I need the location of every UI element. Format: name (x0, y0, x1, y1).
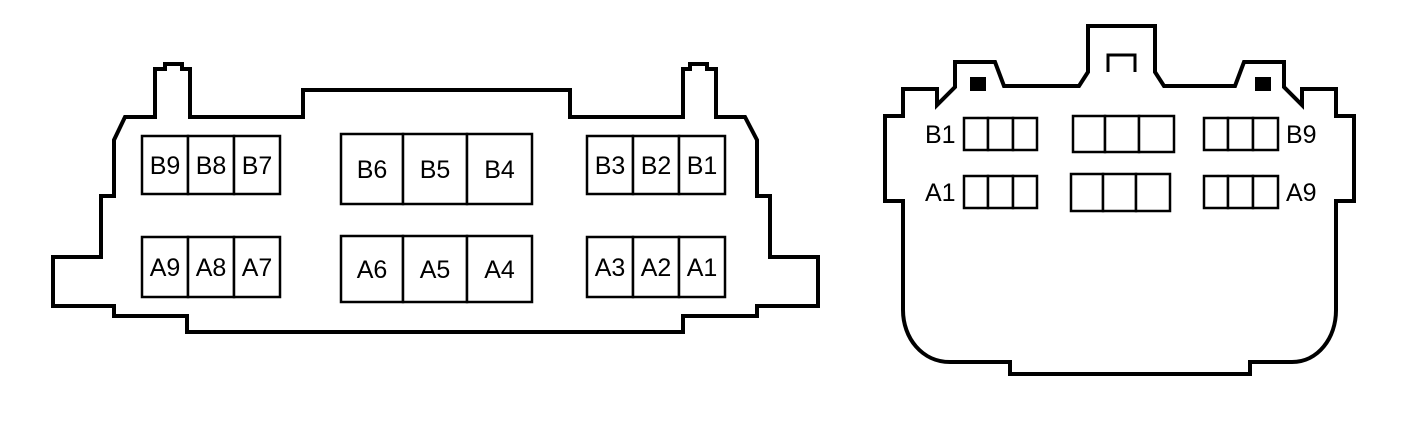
left-pin-label-b8: B8 (196, 152, 227, 180)
left-pin-cell-b8 (186, 134, 236, 196)
left-pin-label-a1: A1 (687, 254, 718, 282)
left-key-square (970, 77, 986, 91)
left-pin-label-b5: B5 (420, 156, 451, 184)
left-pin-label-a5: A5 (420, 256, 451, 284)
cavity-top-left-1 (962, 116, 990, 152)
cavity-bottom-left-3 (1011, 174, 1039, 210)
cavity-bottom-middle-3 (1134, 172, 1172, 213)
left-pin-label-a9: A9 (150, 254, 181, 282)
left-pin-row-b: B9 B8 B7 B6 B5 B4 B3 B2 B1 (140, 132, 727, 206)
cavity-top-middle-2 (1103, 114, 1141, 154)
left-pin-label-b2: B2 (641, 152, 672, 180)
left-pin-row-a: A9 A8 A7 A6 A5 A4 A3 A2 A1 (140, 234, 727, 304)
cavity-bottom-right-2 (1226, 174, 1255, 210)
right-connector: B1 B9 A1 A9 (883, 24, 1356, 376)
cavity-top-left-3 (1011, 116, 1039, 152)
left-pin-label-a2: A2 (641, 254, 672, 282)
cavity-top-right-3 (1251, 116, 1280, 152)
top-latch-slot (1106, 53, 1137, 72)
cavity-bottom-left-2 (986, 174, 1015, 210)
left-pin-cell-a4 (465, 234, 534, 304)
cavity-bottom-middle-1 (1069, 172, 1105, 213)
right-connector-housing (883, 24, 1356, 376)
right-label-a1: A1 (925, 179, 956, 207)
left-pin-label-b7: B7 (242, 152, 273, 180)
left-pin-cell-a2 (631, 235, 681, 299)
left-pin-cell-a7 (232, 235, 282, 299)
left-pin-cell-a8 (186, 235, 236, 299)
left-pin-label-a3: A3 (595, 254, 626, 282)
left-pin-label-b6: B6 (357, 156, 388, 184)
right-label-b1: B1 (925, 121, 956, 149)
right-label-b9: B9 (1286, 121, 1317, 149)
cavity-top-right-2 (1226, 116, 1255, 152)
left-pin-label-a4: A4 (484, 256, 515, 284)
left-connector: B9 B8 B7 B6 B5 B4 B3 B2 B1 A9 A8 A7 A6 A5 A4 A3 A2 A1 (51, 62, 820, 334)
left-pin-label-a6: A6 (357, 256, 388, 284)
left-pin-label-b4: B4 (484, 156, 515, 184)
right-label-a9: A9 (1286, 179, 1317, 207)
left-connector-housing (51, 62, 820, 334)
left-pin-cell-a1 (677, 235, 727, 299)
left-pin-cell-a5 (401, 234, 469, 304)
cavity-bottom-right-3 (1251, 174, 1280, 210)
left-pin-cell-b1 (677, 134, 727, 196)
cavity-top-left-2 (986, 116, 1015, 152)
left-pin-label-b9: B9 (150, 152, 181, 180)
right-key-square (1255, 77, 1271, 91)
cavity-top-middle-3 (1137, 114, 1176, 154)
left-pin-cell-b4 (465, 132, 534, 206)
right-cavity-grid (962, 114, 1280, 213)
cavity-bottom-left-1 (962, 174, 990, 210)
left-pin-label-b1: B1 (687, 152, 718, 180)
left-pin-label-b3: B3 (595, 152, 626, 180)
left-pin-label-a7: A7 (242, 254, 273, 282)
left-pin-cell-a3 (585, 235, 635, 299)
cavity-bottom-middle-2 (1101, 172, 1138, 213)
left-pin-label-a8: A8 (196, 254, 227, 282)
cavity-top-right-1 (1202, 116, 1230, 152)
cavity-top-middle-1 (1071, 114, 1107, 154)
left-pin-cell-b7 (232, 134, 282, 196)
cavity-bottom-right-1 (1202, 174, 1230, 210)
